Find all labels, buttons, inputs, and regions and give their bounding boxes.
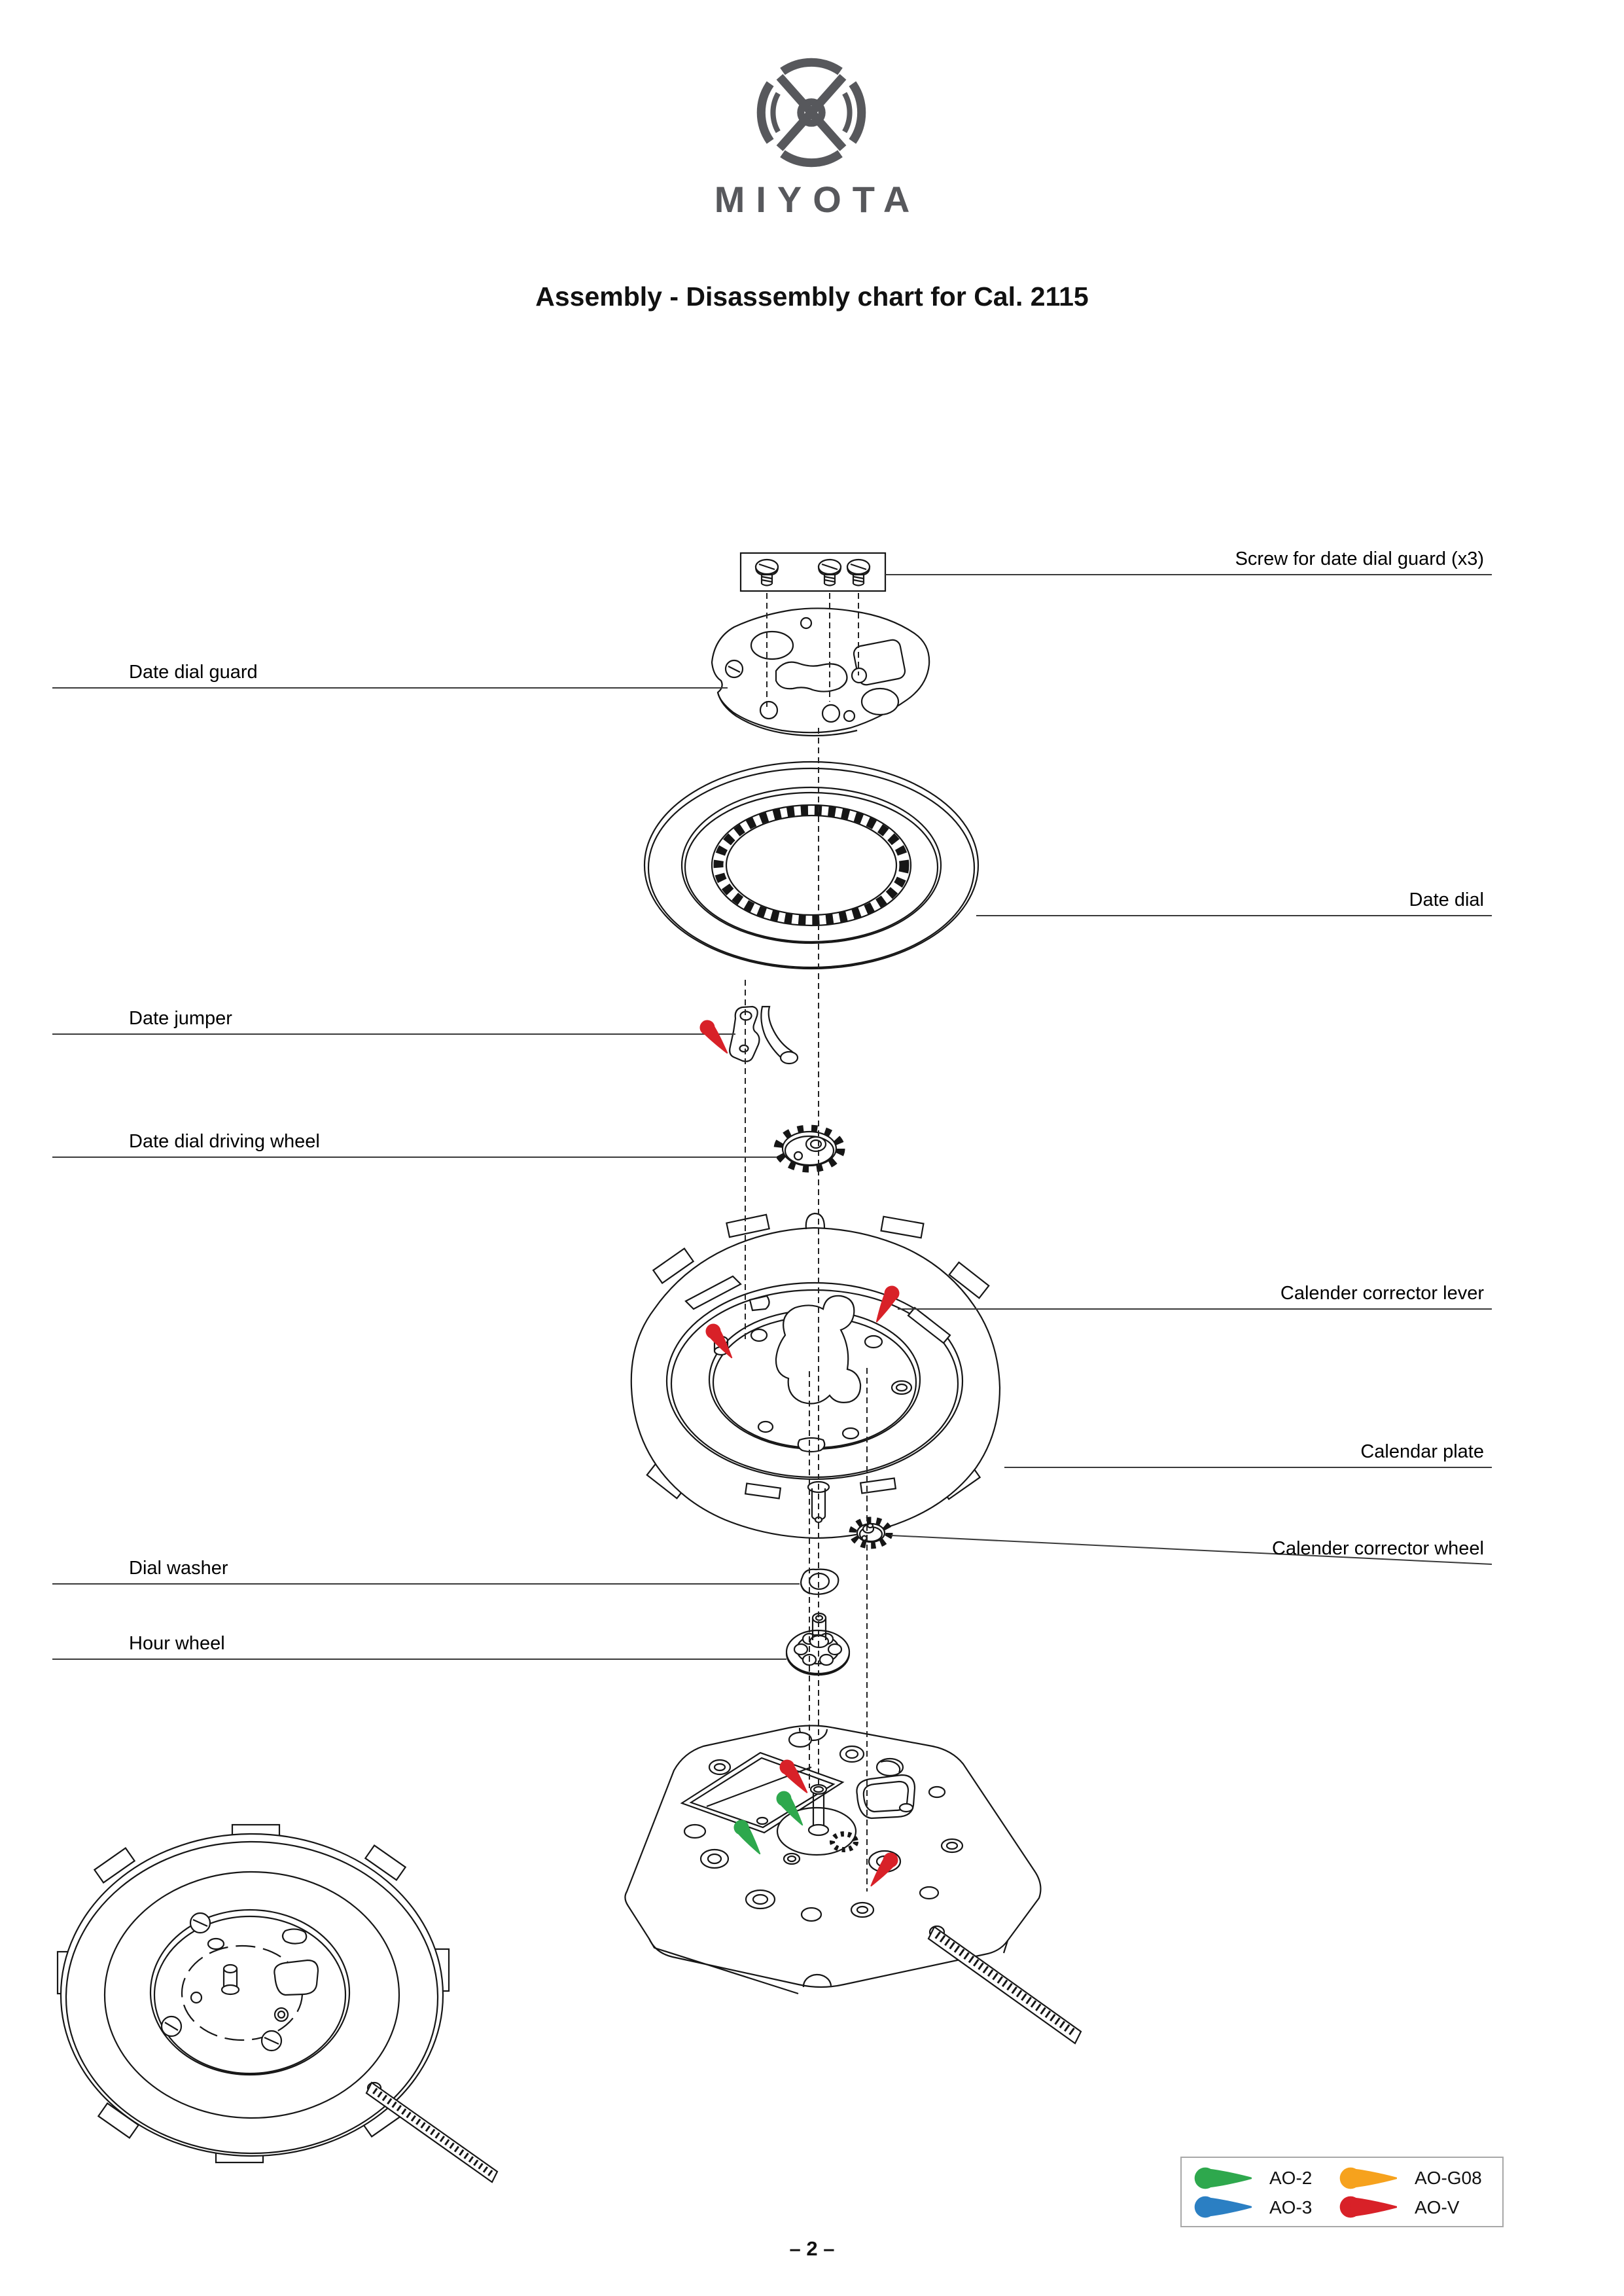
date-dial-guard-part — [711, 607, 930, 737]
label-dial-washer: Dial washer — [129, 1558, 228, 1579]
label-calender-corrector-lever: Calender corrector lever — [1280, 1283, 1484, 1304]
main-plate-part — [624, 1725, 1082, 2045]
label-date-dial-driving-wheel: Date dial driving wheel — [129, 1131, 320, 1152]
label-calender-corrector-wheel: Calender corrector wheel — [1272, 1538, 1484, 1559]
alignment-axes — [745, 593, 868, 1892]
assembled-movement-part — [56, 1823, 499, 2183]
label-date-jumper: Date jumper — [129, 1008, 232, 1029]
date-dial-part — [643, 761, 980, 970]
date-jumper-part — [729, 1005, 799, 1065]
screw-box-part — [739, 552, 887, 592]
label-hour-wheel: Hour wheel — [129, 1633, 225, 1654]
calendar-plate-part — [630, 1212, 1001, 1539]
label-date-dial: Date dial — [1409, 889, 1484, 910]
label-screw-date-dial-guard: Screw for date dial guard (x3) — [1235, 548, 1484, 569]
dial-washer-part — [800, 1568, 839, 1595]
oil-drop-red-jumper — [696, 1016, 733, 1058]
legend-label-aov: AO-V — [1415, 2197, 1460, 2217]
legend — [1180, 2157, 1504, 2227]
legend-label-aog08: AO-G08 — [1415, 2168, 1482, 2188]
legend-label-ao2: AO-2 — [1269, 2168, 1313, 2188]
leader-lines — [52, 574, 1492, 1660]
date-dial-driving-wheel-part — [773, 1124, 845, 1173]
miyota-logo-icon — [756, 58, 866, 168]
label-calendar-plate: Calendar plate — [1360, 1441, 1484, 1462]
label-date-dial-guard: Date dial guard — [129, 662, 258, 683]
page-number: – 2 – — [789, 2237, 835, 2260]
brand-wordmark: MIYOTA — [714, 179, 921, 220]
page-title: Assembly - Disassembly chart for Cal. 21… — [535, 281, 1089, 312]
legend-label-ao3: AO-3 — [1269, 2197, 1313, 2217]
